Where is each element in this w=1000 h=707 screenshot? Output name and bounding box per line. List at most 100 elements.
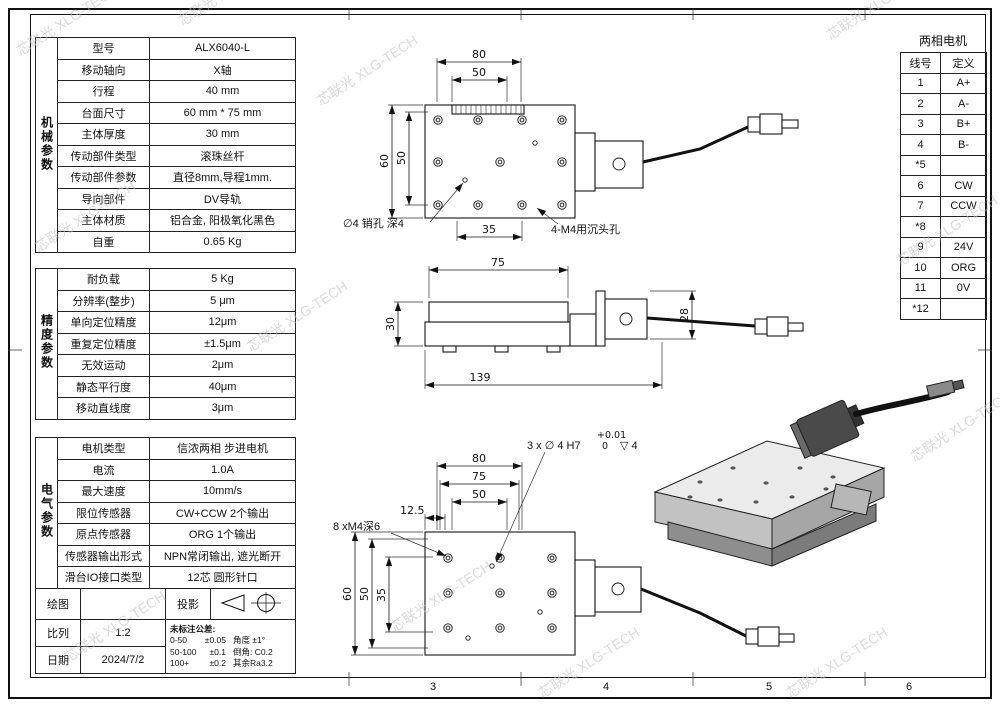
col-wire: 线号 (900, 52, 941, 74)
table-row: 重复定位精度±1.5μm (36, 332, 296, 355)
spec-label: 自重 (57, 230, 150, 253)
spec-value: 12芯 圆形针口 (149, 566, 296, 589)
sensor-housing (830, 483, 872, 516)
motor-table-title: 两相电机 (918, 34, 967, 48)
spec-value: 0.65 Kg (149, 230, 296, 253)
spec-value: 5 Kg (149, 268, 296, 291)
spec-label: 重复定位精度 (57, 332, 150, 355)
dim-bottom-50-left: 50 (358, 587, 371, 601)
spec-label: 滑台IO接口类型 (57, 566, 150, 589)
note-m4-thread: 8 xM4深6 (333, 520, 380, 533)
dim-top-50: 50 (472, 66, 486, 79)
spec-value: 40 mm (149, 80, 296, 103)
spec-label: 导向部件 (57, 187, 150, 210)
stepper-motor (789, 399, 865, 459)
scale-label: 比列 (35, 619, 81, 647)
bottom-view: 80 75 50 12.5 60 50 35 3 x ∅ 4 H7 +0.01 … (333, 430, 795, 656)
spec-label: 型号 (57, 37, 150, 60)
spec-value: 60 mm * 75 mm (149, 101, 296, 124)
dim-top-35: 35 (482, 223, 496, 236)
date-value: 2024/7/2 (80, 646, 166, 674)
spec-label: 单向定位精度 (57, 311, 150, 334)
spec-value: 40μm (149, 375, 296, 398)
spec-label: 传动部件参数 (57, 166, 150, 189)
group-label-electrical: 电气参数 (35, 437, 58, 589)
spec-label: 无效运动 (57, 354, 150, 377)
dim-bottom-80: 80 (472, 452, 486, 465)
spec-label: 行程 (57, 80, 150, 103)
spec-value: X轴 (149, 58, 296, 81)
spec-label: 台面尺寸 (57, 101, 150, 124)
spec-label: 静态平行度 (57, 375, 150, 398)
dim-top-80: 80 (472, 48, 486, 61)
spec-value: 1.0A (149, 458, 296, 481)
spec-value: 12μm (149, 311, 296, 334)
ruler-number: 6 (906, 681, 913, 693)
title-block: 绘图 投影 比列 1:2 未标注公差: 0-50± (35, 588, 296, 674)
dim-bottom-50: 50 (472, 488, 486, 501)
isometric-view (653, 379, 965, 567)
tolerance-title: 未标注公差: (170, 624, 216, 635)
table-row: 日期 2024/7/2 (35, 646, 296, 674)
group-label-mechanical: 机械参数 (35, 37, 58, 253)
col-def: 定义 (940, 52, 987, 74)
projection-symbol-icon (220, 591, 281, 614)
top-view: 80 50 60 50 35 ∅4 销孔 深4 4-M4用沉头孔 (343, 48, 799, 241)
spec-label: 移动轴向 (57, 58, 150, 81)
note-countersunk: 4-M4用沉头孔 (551, 223, 620, 236)
table-row: *8 (900, 216, 987, 238)
table-row: 绘图 投影 (35, 588, 296, 620)
table-row: 比列 1:2 未标注公差: 0-50±0.05 50-100±0.1 100+±… (35, 619, 296, 674)
ruler-number: 5 (766, 681, 773, 693)
sheet-ticks (8, 8, 992, 686)
dim-side-28: 28 (678, 308, 691, 322)
dim-bottom-12-5: 12.5 (400, 504, 425, 517)
spec-label: 主体材质 (57, 209, 150, 232)
projection-symbol-cell (210, 588, 296, 620)
spec-label: 移动直线度 (57, 397, 150, 420)
spec-label: 原点传感器 (57, 523, 150, 546)
spec-value: DV导轨 (149, 187, 296, 210)
table-row: *5 (900, 154, 987, 176)
spec-value: ±1.5μm (149, 332, 296, 355)
spec-label: 电流 (57, 458, 150, 481)
spec-value: ORG 1个输出 (149, 523, 296, 546)
scale-value: 1:2 (80, 619, 166, 647)
spec-label: 分辨率(整步) (57, 289, 150, 312)
side-view: 75 30 139 28 (384, 256, 804, 389)
spec-value: NPN常闭输出, 遮光断开 (149, 544, 296, 567)
spec-label: 主体厚度 (57, 123, 150, 146)
dim-side-30: 30 (384, 317, 397, 331)
note-fit-lower-tol: 0 (602, 441, 608, 452)
spec-value: 10mm/s (149, 480, 296, 503)
note-fit-depth: ▽ 4 (620, 440, 638, 452)
dim-bottom-35: 35 (375, 588, 388, 602)
table-header-row: 线号 定义 (900, 52, 987, 74)
inner-border (30, 14, 986, 678)
spec-value: 铝合金, 阳极氧化黑色 (149, 209, 296, 232)
note-fit-upper-tol: +0.01 (597, 430, 626, 441)
note-fit: 3 x ∅ 4 H7 (527, 440, 581, 452)
ruler-number: 4 (603, 681, 610, 693)
draw-value (80, 588, 166, 620)
table-row: 主体材质铝合金, 阳极氧化黑色 (36, 209, 296, 232)
